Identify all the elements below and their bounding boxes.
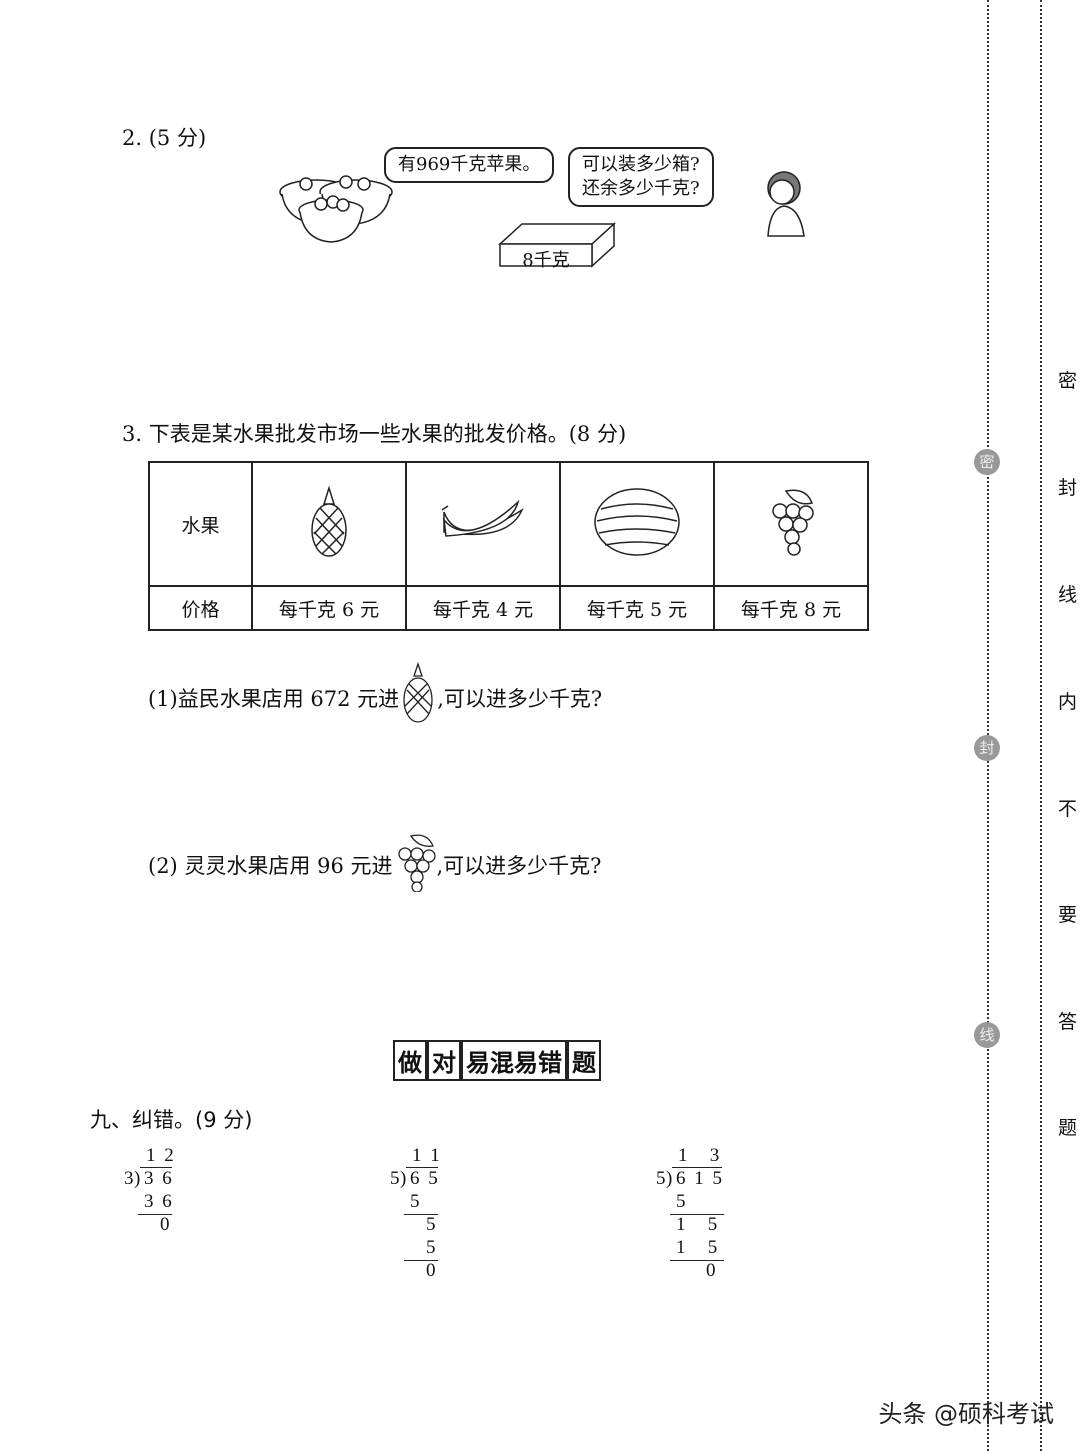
banana-icon: [405, 461, 561, 587]
dividend: 6 5: [410, 1168, 440, 1189]
division-bar: [140, 1167, 172, 1168]
remainder: 0: [426, 1260, 438, 1281]
margin-char: 密: [1058, 370, 1078, 392]
section-banner: 做 对 易混易错 题: [393, 1039, 601, 1081]
margin-char: 封: [1058, 477, 1078, 499]
margin-char: 不: [1058, 798, 1078, 820]
seal-mark: 封: [974, 735, 1000, 761]
divisor: 3: [124, 1168, 136, 1189]
speech-bubble-question: 可以装多少箱? 还余多少千克?: [568, 147, 714, 207]
step: 5: [426, 1237, 438, 1258]
sub-question-1: (1)益民水果店用 672 元进 ,可以进多少千克?: [148, 662, 603, 724]
seal-line-dashed: [1040, 0, 1042, 1451]
question-3-title: 3. 下表是某水果批发市场一些水果的批发价格。(8 分): [122, 422, 627, 446]
grape-icon: [397, 834, 436, 892]
watermelon-icon: [559, 461, 715, 587]
sub2-text: (2) 灵灵水果店用 96 元进: [148, 854, 393, 878]
sub2-question: ,可以进多少千克?: [436, 854, 602, 878]
banner-char-2: 对: [427, 1039, 461, 1081]
subtract-line: [670, 1214, 724, 1215]
quotient: 1 2: [146, 1145, 176, 1166]
banner-text: 易混易错: [461, 1039, 567, 1081]
subtract-line: [670, 1260, 724, 1261]
dividend: 6 1 5: [676, 1168, 724, 1189]
box-label: 8千克: [522, 250, 570, 271]
subtract-line: [138, 1214, 172, 1215]
price-grape: 每千克 8 元: [713, 585, 869, 631]
margin-char: 题: [1058, 1117, 1078, 1139]
seal-mark: 线: [974, 1022, 1000, 1048]
step: 5: [410, 1191, 422, 1212]
bracket: ): [666, 1168, 675, 1189]
question-9-title: 九、纠错。(9 分): [90, 1108, 253, 1132]
quotient: 1 1: [412, 1145, 442, 1166]
step: 1 5: [676, 1214, 720, 1235]
bubble-line-1: 可以装多少箱?: [582, 154, 700, 175]
price-pineapple: 每千克 6 元: [251, 585, 407, 631]
watermark: 头条 @硕科考试: [878, 1400, 1054, 1428]
seal-line-dashed: [987, 0, 989, 1451]
header-price: 价格: [148, 585, 253, 631]
sub1-text: (1)益民水果店用 672 元进: [148, 687, 400, 711]
bracket: ): [400, 1168, 409, 1189]
margin-char: 答: [1058, 1011, 1078, 1033]
margin-char: 要: [1058, 904, 1078, 926]
step: 5: [426, 1214, 438, 1235]
remainder: 0: [160, 1214, 172, 1235]
dividend: 3 6: [144, 1168, 174, 1189]
fruit-price-table: 水果 价格 每千克 6 元 每千克 4 元 每千克 5 元 每千克 8 元: [148, 461, 869, 631]
step: 1 5: [676, 1237, 720, 1258]
girl-icon: [767, 171, 805, 237]
divisor: 5: [390, 1168, 402, 1189]
division-bar: [672, 1167, 722, 1168]
grape-icon: [713, 461, 869, 587]
step: 3 6: [144, 1191, 174, 1212]
subtract-line: [404, 1214, 438, 1215]
bracket: ): [134, 1168, 143, 1189]
sub-question-2: (2) 灵灵水果店用 96 元进 ,可以进多少千克?: [148, 834, 602, 892]
pineapple-icon: [251, 461, 407, 587]
speech-bubble-apples: 有969千克苹果。: [384, 147, 555, 183]
question-2-title: 2. (5 分): [122, 126, 207, 150]
pineapple-icon: [403, 662, 433, 723]
margin-char: 内: [1058, 691, 1078, 713]
seal-mark: 密: [974, 449, 1000, 475]
banner-char-1: 做: [393, 1039, 427, 1081]
box-icon: [498, 222, 616, 268]
header-fruit: 水果: [148, 461, 253, 587]
subtract-line: [404, 1260, 438, 1261]
division-bar: [406, 1167, 438, 1168]
quotient: 1 3: [678, 1145, 722, 1166]
divisor: 5: [656, 1168, 668, 1189]
sub1-question: ,可以进多少千克?: [437, 687, 603, 711]
margin-char: 线: [1058, 584, 1078, 606]
apple-baskets-icon: [279, 175, 393, 243]
price-watermelon: 每千克 5 元: [559, 585, 715, 631]
step: 5: [676, 1191, 688, 1212]
remainder: 0: [706, 1260, 718, 1281]
price-banana: 每千克 4 元: [405, 585, 561, 631]
banner-char-3: 题: [567, 1039, 601, 1081]
bubble-line-2: 还余多少千克?: [582, 178, 700, 199]
